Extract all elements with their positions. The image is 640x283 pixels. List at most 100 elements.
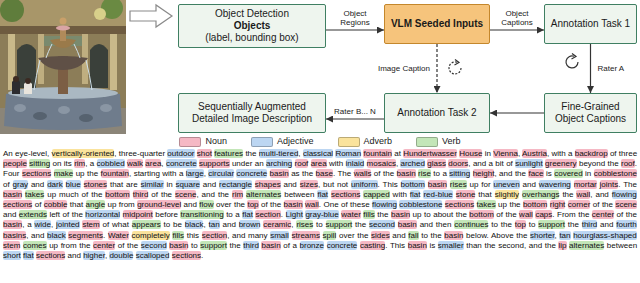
word-highlight: sections — [172, 251, 201, 260]
box-text: Annotation Task 2 — [397, 107, 476, 119]
iteration-icon-dashed — [449, 60, 461, 74]
word-highlight: appears — [132, 220, 161, 229]
word-highlight: short — [3, 251, 21, 260]
word-highlight: wall — [305, 200, 319, 209]
seeded-input-box: VLM Seeded Inputs — [384, 4, 490, 44]
word-highlight: make — [54, 169, 74, 178]
legend-text: Adjective — [277, 136, 314, 147]
word-highlight: cobblestone — [594, 169, 637, 178]
word-highlight: doors — [448, 159, 468, 168]
word-highlight: angle — [86, 200, 106, 209]
word-highlight: base — [316, 169, 333, 178]
legend-item: Noun — [179, 136, 227, 147]
word-highlight: rise — [418, 169, 431, 178]
word-highlight: takes — [477, 200, 496, 209]
word-highlight: tan — [209, 220, 220, 229]
word-highlight: alternates — [246, 190, 281, 199]
word-highlight: wide — [34, 220, 50, 229]
word-highlight: basin — [397, 169, 416, 178]
word-highlight: flowing — [612, 190, 637, 199]
word-highlight: sections — [331, 190, 360, 199]
word-highlight: dark — [47, 180, 63, 189]
word-highlight: overhangs — [522, 190, 559, 199]
word-highlight: third — [243, 241, 259, 250]
word-highlight: fountain — [363, 149, 391, 158]
photo-pink-basin — [56, 26, 70, 31]
word-highlight: jointed — [56, 220, 80, 229]
word-highlight: scene — [615, 200, 636, 209]
word-highlight: people — [3, 159, 27, 168]
process-box: Object DetectionObjects(label, bounding … — [178, 4, 326, 48]
word-highlight: completely — [132, 231, 170, 240]
word-highlight: cobble — [44, 200, 68, 209]
word-highlight: basins — [3, 231, 26, 240]
word-highlight: Water — [108, 231, 129, 240]
edge-label: Image Caption — [377, 64, 431, 73]
word-highlight: black — [47, 231, 66, 240]
word-highlight: bottom — [469, 210, 493, 219]
flow-arrow — [590, 44, 591, 93]
word-highlight: fourth — [616, 220, 636, 229]
word-highlight: transitioning — [180, 210, 223, 219]
word-highlight: cobbled — [97, 159, 125, 168]
word-highlight: water — [341, 210, 361, 219]
word-highlight: third — [582, 220, 598, 229]
word-highlight: uniform — [351, 180, 378, 189]
word-highlight: support — [538, 220, 565, 229]
word-highlight: sitting — [29, 159, 50, 168]
word-highlight: backdrop — [575, 149, 608, 158]
photo-person-head — [13, 76, 19, 82]
photo-second-basin — [38, 56, 88, 70]
word-highlight: arched — [400, 159, 424, 168]
word-highlight: area — [311, 159, 327, 168]
word-highlight: double — [109, 251, 133, 260]
photo-cherub — [60, 18, 67, 25]
word-highlight: mortar — [574, 180, 597, 189]
word-highlight: multi-tiered — [259, 149, 299, 158]
word-highlight: rim — [232, 190, 243, 199]
word-highlight: features — [214, 149, 243, 158]
word-highlight: Light — [286, 210, 303, 219]
legend-item: Verb — [416, 136, 461, 147]
legend-text: Adverb — [364, 136, 393, 147]
word-highlight: classical — [303, 149, 333, 158]
word-highlight: caps — [535, 210, 552, 219]
word-highlight: rim — [74, 159, 85, 168]
word-highlight: flat — [242, 210, 253, 219]
legend-item: Adjective — [251, 136, 314, 147]
word-highlight: top — [247, 200, 258, 209]
word-highlight: basin — [398, 220, 417, 229]
word-highlight: casting — [360, 241, 385, 250]
word-highlight: arching — [266, 159, 292, 168]
word-highlight: tan — [559, 231, 570, 240]
word-highlight: flowing — [372, 200, 397, 209]
flow-arrow — [490, 112, 544, 113]
word-highlight: concrete — [327, 241, 358, 250]
word-highlight: wavering — [539, 180, 571, 189]
legend-text: Verb — [442, 136, 461, 147]
input-arrow — [130, 5, 172, 27]
box-text: Annotation Task 1 — [551, 18, 630, 30]
word-highlight: basin — [284, 200, 303, 209]
iteration-arc — [566, 56, 578, 68]
word-highlight: basin — [391, 210, 410, 219]
word-highlight: bottom — [105, 190, 129, 199]
word-highlight: greenery — [545, 159, 577, 168]
box-text: Objects — [234, 20, 271, 32]
word-highlight: large — [186, 169, 204, 178]
word-highlight: area — [145, 159, 161, 168]
word-highlight: wall — [576, 190, 590, 199]
word-highlight: support — [200, 241, 227, 250]
word-highlight: sections — [3, 200, 32, 209]
word-highlight: circular — [208, 169, 234, 178]
word-highlight: concrete — [236, 169, 267, 178]
word-highlight: streams — [292, 231, 320, 240]
word-highlight: blue — [66, 180, 81, 189]
word-highlight: square — [176, 180, 200, 189]
word-highlight: supports — [199, 159, 230, 168]
photo-cobble — [58, 106, 70, 114]
word-highlight: support — [326, 220, 353, 229]
word-highlight: horizontal — [85, 210, 120, 219]
word-highlight: section — [255, 210, 280, 219]
word-highlight: bottom — [401, 180, 425, 189]
